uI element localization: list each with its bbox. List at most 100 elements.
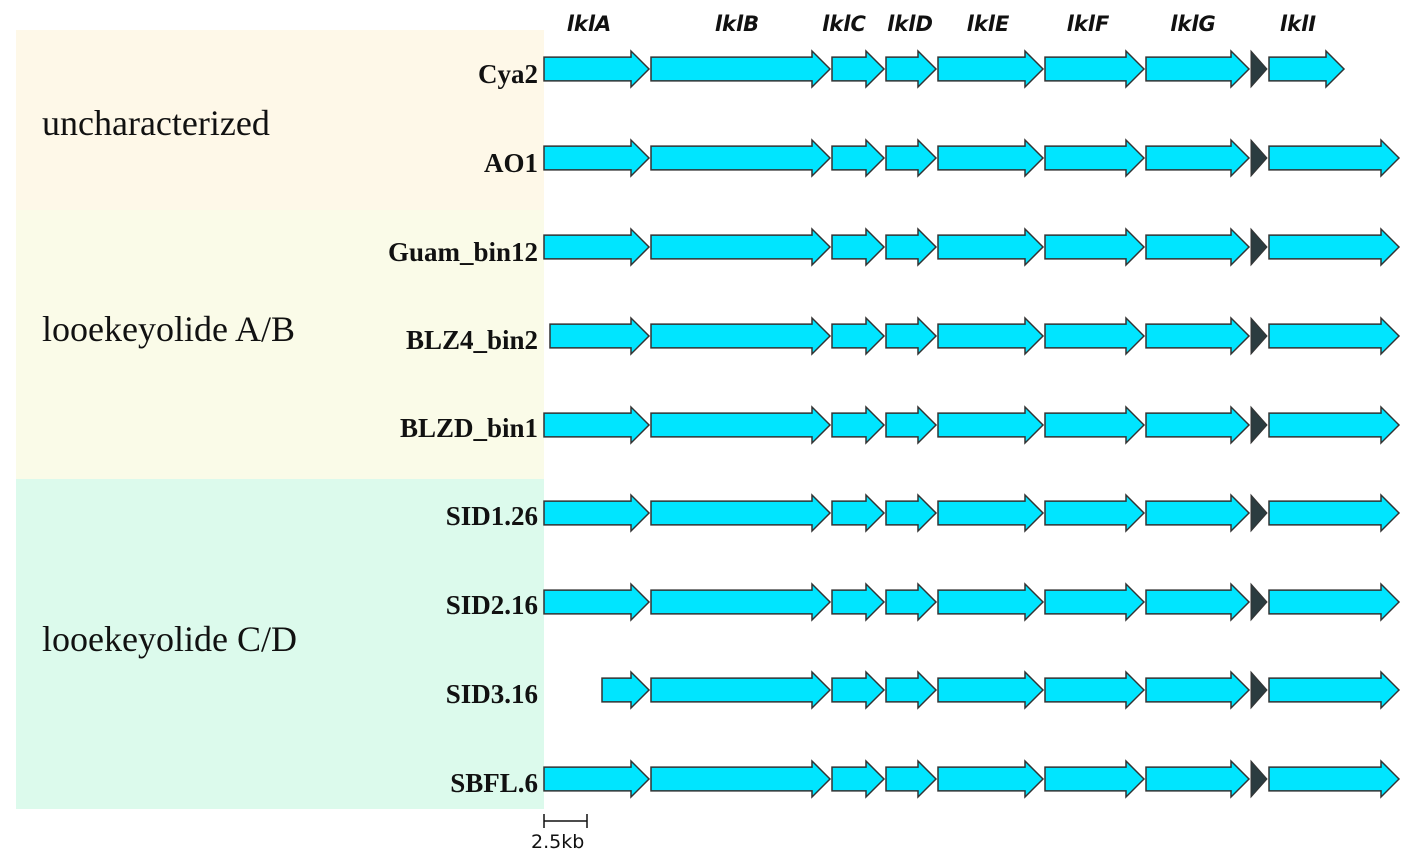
gene-arrow-SBFL.6-2 <box>831 759 886 799</box>
group-band-uncharacterized <box>16 30 544 210</box>
gene-arrow-Cya2-0 <box>543 49 651 89</box>
group-label-uncharacterized: uncharacterized <box>42 103 270 143</box>
gene-arrow-SID3.16-3 <box>885 670 938 710</box>
gene-arrow-AO1-0 <box>543 138 651 178</box>
gene-arrow-Cya2-6 <box>1145 49 1251 89</box>
gene-arrow-SID3.16-2 <box>831 670 886 710</box>
gene-arrow-BLZD_bin1-7 <box>1250 405 1268 445</box>
gene-arrow-BLZ4_bin2-0 <box>549 316 651 356</box>
gene-label-lklG: lklG <box>1170 12 1216 36</box>
gene-arrow-Guam_bin12-8 <box>1268 227 1401 267</box>
gene-arrow-SID1.26-2 <box>831 493 886 533</box>
gene-arrow-SID2.16-2 <box>831 582 886 622</box>
gene-label-lklB: lklB <box>714 12 760 36</box>
gene-arrow-Guam_bin12-0 <box>543 227 651 267</box>
gene-arrow-AO1-2 <box>831 138 886 178</box>
gene-arrow-BLZD_bin1-8 <box>1268 405 1401 445</box>
strain-label-sid3-16: SID3.16 <box>445 679 538 709</box>
scale-bar-label: 2.5kb <box>531 831 585 853</box>
gene-arrow-SBFL.6-8 <box>1268 759 1401 799</box>
strain-label-ao1: AO1 <box>484 148 538 178</box>
gene-arrow-SID1.26-7 <box>1250 493 1268 533</box>
gene-arrow-BLZD_bin1-5 <box>1044 405 1146 445</box>
gene-arrow-Guam_bin12-5 <box>1044 227 1146 267</box>
gene-arrow-BLZD_bin1-1 <box>650 405 832 445</box>
gene-arrow-BLZD_bin1-3 <box>885 405 938 445</box>
strain-label-sid1-26: SID1.26 <box>445 501 538 531</box>
gene-arrow-AO1-1 <box>650 138 832 178</box>
gene-arrow-Cya2-7 <box>1250 49 1268 89</box>
gene-arrow-BLZ4_bin2-1 <box>650 316 832 356</box>
gene-arrow-SID1.26-6 <box>1145 493 1251 533</box>
gene-arrow-SBFL.6-0 <box>543 759 651 799</box>
gene-arrow-SBFL.6-1 <box>650 759 832 799</box>
gene-arrow-SID2.16-4 <box>937 582 1045 622</box>
gene-arrow-Guam_bin12-2 <box>831 227 886 267</box>
gene-arrow-Cya2-5 <box>1044 49 1146 89</box>
gene-arrow-Cya2-4 <box>937 49 1045 89</box>
group-band-looekeyolide-cd <box>16 479 544 809</box>
strain-label-blz4-bin2: BLZ4_bin2 <box>405 325 538 355</box>
gene-arrow-BLZ4_bin2-5 <box>1044 316 1146 356</box>
group-label-looekeyolide-cd: looekeyolide C/D <box>42 619 297 659</box>
gene-arrow-SID3.16-0 <box>601 670 651 710</box>
gene-arrow-Guam_bin12-3 <box>885 227 938 267</box>
gene-label-lklI: lklI <box>1279 12 1317 36</box>
gene-arrow-BLZ4_bin2-4 <box>937 316 1045 356</box>
gene-label-lklC: lklC <box>822 12 866 36</box>
gene-arrow-SID2.16-1 <box>650 582 832 622</box>
gene-arrow-BLZ4_bin2-8 <box>1268 316 1401 356</box>
group-label-looekeyolide-ab: looekeyolide A/B <box>42 309 295 349</box>
strain-label-sid2-16: SID2.16 <box>445 590 538 620</box>
gene-arrow-SID3.16-1 <box>650 670 832 710</box>
gene-arrow-Guam_bin12-1 <box>650 227 832 267</box>
gene-arrow-SBFL.6-3 <box>885 759 938 799</box>
gene-arrow-SID2.16-5 <box>1044 582 1146 622</box>
gene-arrow-Cya2-3 <box>885 49 938 89</box>
gene-arrow-SID3.16-4 <box>937 670 1045 710</box>
gene-arrow-BLZ4_bin2-7 <box>1250 316 1268 356</box>
gene-arrow-SID1.26-1 <box>650 493 832 533</box>
gene-arrow-SBFL.6-5 <box>1044 759 1146 799</box>
strain-label-sbfl-6: SBFL.6 <box>450 768 538 798</box>
gene-arrow-BLZ4_bin2-2 <box>831 316 886 356</box>
gene-label-lklA: lklA <box>566 12 612 36</box>
gene-arrow-SID2.16-3 <box>885 582 938 622</box>
gene-arrow-AO1-3 <box>885 138 938 178</box>
gene-arrow-BLZ4_bin2-6 <box>1145 316 1251 356</box>
gene-arrow-AO1-6 <box>1145 138 1251 178</box>
gene-arrow-Guam_bin12-6 <box>1145 227 1251 267</box>
gene-arrow-AO1-8 <box>1268 138 1401 178</box>
gene-arrow-SBFL.6-7 <box>1250 759 1268 799</box>
gene-arrow-BLZD_bin1-4 <box>937 405 1045 445</box>
gene-arrow-SID1.26-5 <box>1044 493 1146 533</box>
strain-label-guam-bin12: Guam_bin12 <box>387 237 538 267</box>
group-band-looekeyolide-ab <box>16 210 544 479</box>
gene-arrow-AO1-5 <box>1044 138 1146 178</box>
gene-arrow-AO1-7 <box>1250 138 1268 178</box>
gene-arrow-BLZ4_bin2-3 <box>885 316 938 356</box>
gene-arrow-SID1.26-4 <box>937 493 1045 533</box>
strain-label-cya2: Cya2 <box>478 59 538 89</box>
gene-arrow-Cya2-1 <box>650 49 832 89</box>
gene-arrow-SID3.16-8 <box>1268 670 1401 710</box>
strain-label-blzd-bin1: BLZD_bin1 <box>399 413 538 443</box>
gene-arrow-SBFL.6-4 <box>937 759 1045 799</box>
gene-arrow-SID2.16-6 <box>1145 582 1251 622</box>
gene-arrow-SID2.16-8 <box>1268 582 1401 622</box>
gene-arrow-BLZD_bin1-0 <box>543 405 651 445</box>
gene-arrow-Cya2-2 <box>831 49 886 89</box>
gene-arrow-SID2.16-7 <box>1250 582 1268 622</box>
gene-arrow-Guam_bin12-4 <box>937 227 1045 267</box>
gene-arrow-SID2.16-0 <box>543 582 651 622</box>
gene-arrow-SBFL.6-6 <box>1145 759 1251 799</box>
gene-label-lklD: lklD <box>887 12 933 36</box>
gene-arrow-Cya2-8 <box>1268 49 1346 89</box>
scale-bar <box>543 814 588 828</box>
gene-arrow-BLZD_bin1-2 <box>831 405 886 445</box>
gene-arrow-SID3.16-6 <box>1145 670 1251 710</box>
gene-arrow-SID1.26-8 <box>1268 493 1401 533</box>
gene-arrow-SID1.26-3 <box>885 493 938 533</box>
gene-arrow-SID1.26-0 <box>543 493 651 533</box>
